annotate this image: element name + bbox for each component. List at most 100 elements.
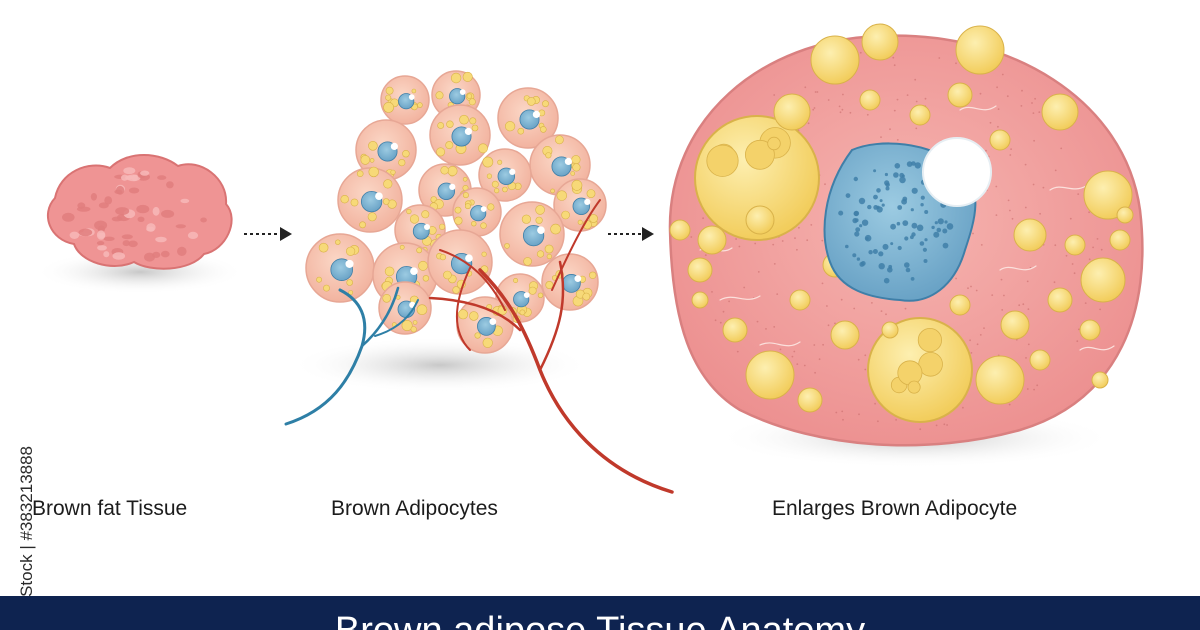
adipocyte-cell — [380, 75, 430, 125]
speckle — [1092, 246, 1094, 249]
chromatin-dot — [885, 186, 890, 191]
speckle — [857, 358, 860, 361]
speckle — [794, 237, 796, 240]
chromatin-dot — [873, 169, 877, 173]
chromatin-dot — [867, 204, 872, 210]
lipid-droplet — [745, 350, 795, 400]
speckle — [806, 239, 809, 242]
speckle — [798, 226, 800, 229]
brown-adipocytes-cluster — [284, 70, 674, 494]
chromatin-dot — [922, 247, 928, 252]
tissue-bump — [128, 240, 138, 248]
speckle — [719, 321, 722, 324]
speckle — [1065, 254, 1068, 257]
speckle — [895, 419, 897, 421]
speckle — [839, 111, 842, 114]
speckle — [772, 243, 775, 246]
speckle — [1042, 186, 1045, 189]
chromatin-dot — [920, 195, 925, 200]
tissue-bump — [166, 181, 174, 189]
chromatin-dot — [855, 227, 861, 233]
tissue-bump — [152, 251, 161, 258]
lipid-droplet — [697, 225, 727, 255]
chromatin-dot — [904, 262, 910, 268]
speckle — [866, 113, 869, 116]
speckle — [935, 424, 938, 427]
speckle — [871, 302, 873, 304]
blood-vessels — [284, 199, 674, 494]
tissue-bump — [157, 175, 167, 180]
speckle — [1020, 105, 1023, 107]
tissue-bump — [128, 187, 140, 194]
lipid-droplet — [1079, 319, 1101, 341]
speckle — [997, 108, 1000, 110]
speckle — [1027, 308, 1030, 310]
speckle — [796, 248, 798, 251]
speckle — [985, 149, 987, 152]
chromatin-dot — [911, 232, 916, 237]
chromatin-dot — [897, 205, 903, 210]
speckle — [722, 310, 725, 313]
tissue-bump — [146, 223, 156, 232]
speckle — [711, 291, 713, 293]
tissue-bump — [111, 216, 123, 222]
chromatin-dot — [914, 162, 921, 169]
tissue-bump — [136, 204, 150, 214]
tissue-bump — [96, 241, 105, 246]
chromatin-dot — [852, 253, 857, 258]
tissue-bump — [62, 212, 75, 222]
adipocyte-cell — [337, 166, 403, 233]
speckle — [1034, 97, 1036, 100]
lipid-droplet — [797, 387, 823, 413]
speckle — [1010, 148, 1012, 151]
chromatin-dot — [923, 259, 928, 263]
chromatin-dot — [884, 172, 889, 177]
tissue-bump — [175, 224, 186, 229]
chromatin-dot — [853, 210, 860, 217]
speckle — [738, 245, 741, 248]
speckle — [735, 238, 737, 240]
tissue-bump — [115, 207, 130, 216]
tissue-bump — [121, 234, 133, 240]
speckle — [834, 322, 836, 325]
speckle — [835, 411, 838, 414]
lipid-droplet — [1083, 170, 1133, 220]
speckle — [893, 64, 896, 67]
speckle — [970, 285, 972, 288]
speckle — [704, 254, 707, 256]
speckle — [813, 107, 816, 109]
chromatin-dot — [911, 187, 918, 194]
chromatin-dot — [878, 263, 885, 270]
speckle — [728, 300, 730, 303]
chromatin-dot — [901, 174, 905, 178]
speckle — [812, 108, 815, 111]
speckle — [1025, 357, 1027, 359]
speckle — [824, 183, 826, 186]
lipid-droplet — [745, 205, 775, 235]
chromatin-dot — [910, 277, 915, 281]
chromatin-dot — [911, 222, 918, 229]
speckle — [849, 111, 852, 114]
tissue-bump — [177, 246, 187, 256]
speckle — [896, 139, 899, 141]
chromatin-dot — [899, 176, 906, 184]
speckle — [1060, 147, 1063, 150]
tissue-bump — [137, 216, 145, 222]
tissue-bump — [187, 231, 199, 239]
speckle — [915, 127, 918, 130]
lipid-droplet — [691, 291, 709, 309]
speckle — [796, 363, 799, 365]
speckle — [896, 98, 899, 101]
speckle — [1001, 309, 1004, 311]
speckle — [1003, 294, 1005, 297]
chromatin-dot — [919, 241, 925, 246]
speckle — [1088, 211, 1090, 214]
chromatin-dot — [864, 234, 872, 242]
chromatin-dot — [942, 228, 948, 234]
chromatin-dot — [888, 264, 893, 269]
brown-fat-tissue-illustration — [35, 154, 245, 294]
chromatin-dot — [861, 219, 869, 226]
lipid-droplet — [1064, 234, 1086, 256]
chromatin-dot — [858, 197, 866, 205]
tissue-bump — [97, 245, 107, 251]
